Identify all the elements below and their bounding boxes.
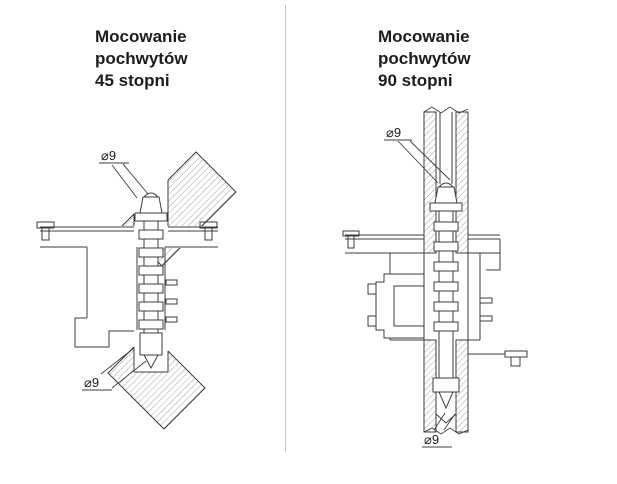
bolt-head: [139, 196, 163, 214]
right-title-line-3: 90 stopni: [378, 71, 453, 90]
left-anchor-bolt: [134, 192, 168, 370]
left-title-line-2: pochwytów: [95, 49, 188, 68]
left-title-line-3: 45 stopni: [95, 71, 170, 90]
bolt-tip: [438, 391, 454, 410]
right-top-post-section: [423, 106, 469, 254]
right-anchor-bolt: [429, 182, 463, 410]
left-title-line-1: Mocowanie: [95, 27, 187, 46]
left-drawing-45deg: ⌀9 ⌀9: [36, 148, 237, 430]
dimension-label-diameter-top-left: ⌀9: [101, 148, 116, 163]
right-profile-section: [342, 230, 528, 367]
right-dim-bottom: ⌀9: [422, 412, 456, 448]
bolt-sleeve: [432, 377, 460, 393]
bolt-flange: [134, 212, 168, 222]
bolt-tip: [143, 354, 159, 370]
right-title-line-1: Mocowanie: [378, 27, 470, 46]
bolt-dome: [437, 182, 455, 188]
dimension-label-diameter-bottom-right: ⌀9: [424, 432, 439, 447]
clamp-bracket: [375, 273, 425, 339]
left-dim-bottom: ⌀9: [82, 347, 147, 391]
left-dim-top: ⌀9: [99, 148, 149, 199]
right-title-line-2: pochwytów: [378, 49, 471, 68]
bolt-sleeve: [139, 332, 163, 356]
right-panel-title: Mocowanie pochwytów 90 stopni: [378, 26, 471, 92]
right-drawing-90deg: ⌀9 ⌀9: [342, 106, 528, 448]
bolt-flange: [429, 202, 463, 212]
left-profile-section: [36, 221, 218, 348]
right-dim-top: ⌀9: [384, 125, 451, 184]
bolt-head: [434, 186, 458, 204]
dimension-label-diameter-bottom-left: ⌀9: [84, 375, 99, 390]
left-panel-title: Mocowanie pochwytów 45 stopni: [95, 26, 188, 92]
dimension-label-diameter-top-right: ⌀9: [386, 125, 401, 140]
